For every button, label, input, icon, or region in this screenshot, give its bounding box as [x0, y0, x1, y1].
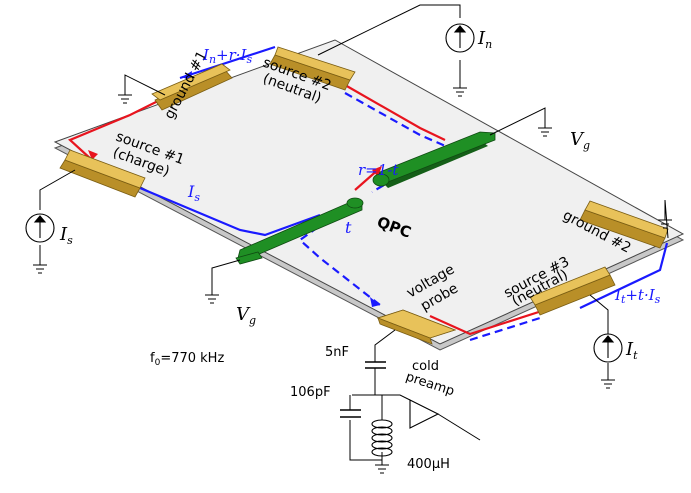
label-r-eq: r=1-t	[358, 161, 399, 179]
gate-right	[372, 131, 496, 188]
ohmic-contacts	[59, 46, 669, 345]
ground-icon	[375, 464, 389, 474]
edge-red-top	[344, 84, 446, 141]
contact-voltage-probe	[376, 309, 457, 345]
qpc-gates	[235, 131, 496, 265]
current-source-in-icon	[445, 23, 475, 53]
label-cap-5nf: 5nF	[325, 345, 349, 360]
arrow-qpc-red	[372, 166, 382, 177]
label-inductor: 400μH	[407, 457, 450, 472]
label-Vg-left: Vg	[236, 304, 256, 327]
ground-icon	[601, 379, 615, 389]
label-Is: Is	[59, 224, 73, 247]
contact-ground1	[151, 63, 233, 111]
current-source-is-icon	[25, 213, 55, 243]
arrow-left-edge	[88, 150, 98, 160]
label-t: t	[345, 218, 352, 237]
math-labels: In Is It Vg Vg In+r·Is It+t·Is r=1-t t I…	[59, 28, 661, 362]
label-Vg-right: Vg	[570, 129, 590, 152]
edge-blue-left	[139, 186, 321, 237]
wiring	[39, 4, 669, 465]
gate-left	[235, 197, 364, 265]
ground-icon	[33, 264, 47, 274]
current-source-it-icon	[593, 333, 623, 363]
ground-icon	[538, 127, 552, 137]
edge-red-left	[67, 99, 161, 161]
label-preamp-line2: preamp	[404, 370, 456, 400]
edge-blue-right	[579, 242, 669, 309]
label-edge-Is: Is	[187, 182, 200, 204]
label-It: It	[625, 339, 638, 362]
contact-source2	[269, 46, 356, 91]
label-top-current: In+r·Is	[202, 46, 252, 66]
ground-symbols	[33, 87, 672, 474]
ground-icon	[118, 94, 132, 104]
ground-icon	[453, 87, 467, 97]
inductor-coil	[371, 419, 393, 457]
edge-blue-top	[179, 45, 276, 80]
contact-source3	[529, 266, 616, 316]
contact-ground2	[579, 200, 669, 249]
label-In: In	[477, 28, 492, 51]
label-right-current: It+t·Is	[614, 286, 661, 306]
contact-source1	[59, 149, 146, 198]
label-preamp-line1: cold	[412, 359, 439, 374]
label-frequency: f0=770 kHz	[150, 351, 224, 368]
ground-icon	[205, 294, 219, 304]
capacitor-106pf	[340, 409, 361, 418]
arrow-qpc-dashed	[370, 297, 380, 307]
label-cap-106pf: 106pF	[290, 385, 331, 400]
ground-icon	[658, 219, 672, 229]
sample-mesa	[53, 39, 685, 351]
capacitor-5nf	[365, 361, 386, 369]
edge-red-bottom	[429, 308, 546, 336]
current-sources	[25, 23, 623, 363]
